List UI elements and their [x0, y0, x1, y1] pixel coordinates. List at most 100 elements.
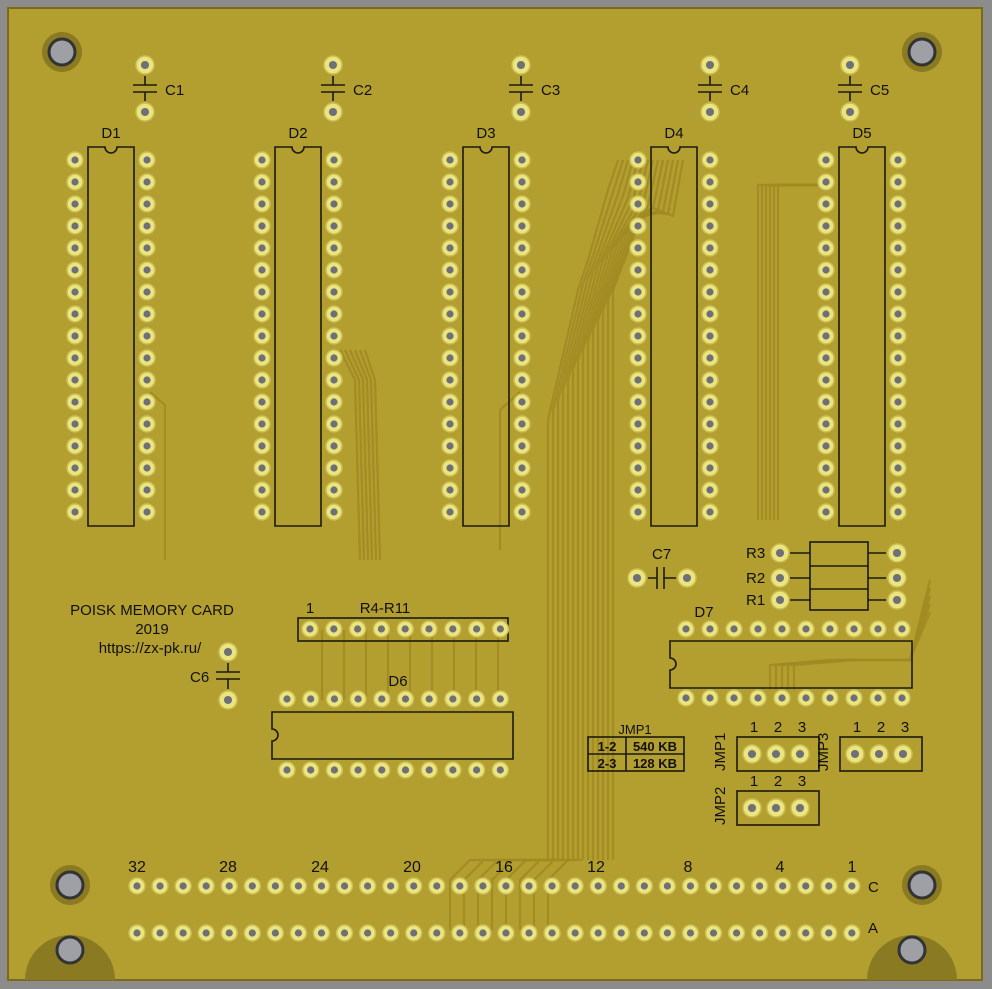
pad	[197, 877, 215, 895]
pad	[629, 481, 647, 499]
pad	[253, 195, 271, 213]
pad	[441, 503, 459, 521]
edge-pin-number: 12	[587, 859, 605, 876]
pad	[381, 877, 400, 895]
jumper-table-title: JMP1	[618, 722, 651, 737]
pad	[373, 761, 391, 779]
resistor-r3	[770, 543, 907, 563]
pad	[325, 690, 344, 708]
pad	[467, 620, 486, 638]
pad	[817, 393, 835, 411]
pad	[444, 690, 462, 708]
pad	[197, 924, 215, 942]
pad	[543, 877, 561, 895]
pad	[629, 195, 647, 213]
pad	[701, 503, 719, 521]
pad	[773, 620, 791, 638]
pad	[513, 415, 531, 433]
pad	[701, 327, 719, 345]
pad	[817, 217, 835, 235]
pad	[817, 173, 835, 191]
pad	[441, 415, 459, 433]
pad	[66, 151, 84, 169]
pad	[66, 481, 84, 499]
pad	[138, 437, 156, 455]
pad	[869, 744, 889, 764]
edge-pin-number: 4	[776, 859, 785, 876]
pad	[491, 690, 510, 708]
pad	[138, 173, 156, 191]
pad	[770, 568, 790, 588]
jumper-pin-number: 1	[750, 719, 758, 736]
mounting-hole	[50, 865, 90, 905]
resistor-network-label: R4-R11	[360, 600, 411, 617]
pad	[253, 305, 271, 323]
resistor-network	[297, 617, 510, 642]
capacitor-c6	[216, 642, 240, 710]
pad	[325, 217, 343, 235]
chip-d4	[629, 146, 719, 527]
pad	[325, 393, 343, 411]
pad	[727, 877, 746, 895]
pad	[513, 481, 531, 499]
pad	[174, 877, 192, 895]
pad	[441, 239, 459, 257]
pad	[243, 877, 262, 895]
pad	[766, 798, 786, 818]
pad	[701, 173, 719, 191]
pad	[451, 924, 469, 942]
pad	[253, 327, 271, 345]
pad	[66, 327, 84, 345]
pad	[301, 690, 320, 708]
pad	[266, 924, 285, 942]
pad	[441, 261, 459, 279]
pad	[513, 305, 531, 323]
pad	[325, 349, 343, 367]
pad	[797, 689, 815, 707]
pad	[404, 924, 423, 942]
capacitor-c2	[321, 55, 345, 122]
pad	[701, 620, 719, 638]
pad	[253, 173, 271, 191]
pad	[325, 503, 343, 521]
pad	[66, 261, 84, 279]
edge-row-c-label: C	[868, 879, 879, 896]
pad	[513, 393, 531, 411]
pad	[312, 877, 331, 895]
pad	[629, 393, 647, 411]
pad	[701, 217, 719, 235]
pad	[681, 877, 700, 895]
pad	[513, 371, 531, 389]
jumper-pin-number: 3	[798, 719, 806, 736]
pad	[770, 590, 790, 610]
capacitor-label: C3	[541, 82, 560, 99]
pad	[396, 620, 414, 638]
jumper-pin-number: 2	[774, 719, 782, 736]
pad	[138, 195, 156, 213]
jumper-pin-number: 1	[750, 773, 758, 790]
pad	[66, 459, 84, 477]
pad	[404, 877, 423, 895]
pad	[253, 349, 271, 367]
pad	[441, 459, 459, 477]
pad	[701, 415, 719, 433]
pad	[629, 305, 647, 323]
pad	[889, 239, 907, 257]
pad	[589, 924, 607, 942]
pad	[742, 798, 762, 818]
pad	[138, 459, 156, 477]
edge-pin-number: 16	[495, 859, 513, 876]
pad	[629, 283, 647, 301]
pad	[820, 924, 838, 942]
pad	[243, 924, 262, 942]
pad	[629, 415, 647, 433]
pad	[817, 283, 835, 301]
pad	[138, 261, 156, 279]
chip-label: D7	[694, 604, 713, 621]
pad	[358, 877, 377, 895]
pad	[138, 217, 156, 235]
capacitor-label: C2	[353, 82, 372, 99]
pad	[497, 924, 515, 942]
pad	[635, 877, 654, 895]
pad	[635, 924, 654, 942]
